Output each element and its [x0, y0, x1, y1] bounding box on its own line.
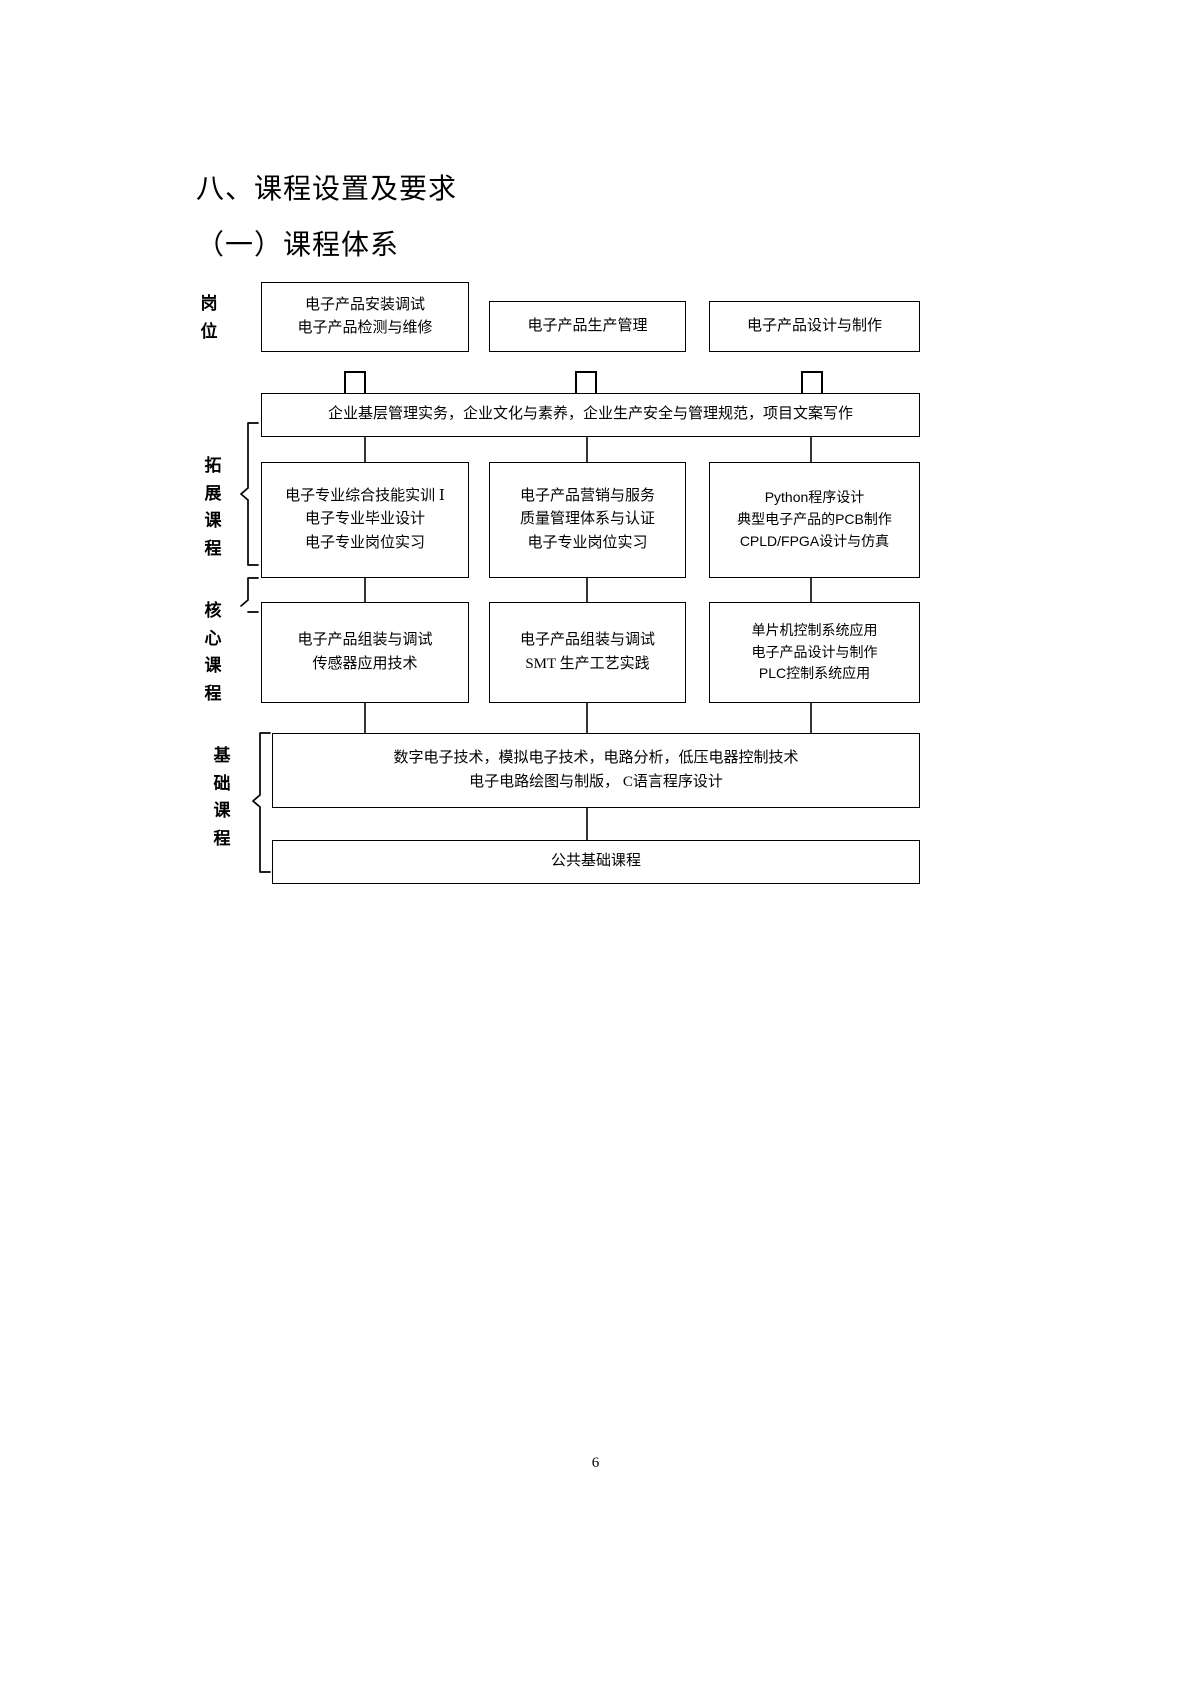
core-box-2-line-1: 电子产品组装与调试	[519, 632, 655, 649]
extension-box-3-line-2: 典型电子产品的PCB制作	[737, 511, 892, 528]
foundation-band-line-1: 数字电子技术，模拟电子技术，电路分析，低压电器控制技术	[393, 750, 799, 767]
core-box-3-line-1: 单片机控制系统应用	[751, 621, 878, 638]
category-label-jobs: 岗 位	[196, 290, 222, 345]
public-courses-band-text: 公共基础课程	[550, 853, 641, 870]
bracket-foundation	[252, 732, 271, 873]
job-box-2[interactable]: 电子产品生产管理	[489, 301, 686, 352]
section-title: （一）课程体系	[196, 229, 400, 261]
extension-box-3-line-1: Python程序设计	[764, 489, 865, 506]
core-box-1-line-1: 电子产品组装与调试	[297, 632, 433, 649]
extension-box-2-line-2: 质量管理体系与认证	[519, 511, 655, 528]
extension-box-1[interactable]: 电子专业综合技能实训 Ⅰ 电子专业毕业设计 电子专业岗位实习	[261, 462, 469, 578]
category-label-foundation: 基 础 课 程	[213, 746, 231, 848]
job-box-3[interactable]: 电子产品设计与制作	[709, 301, 920, 352]
category-label-jobs-char-2: 位	[200, 321, 218, 341]
page-number: 6	[591, 1455, 600, 1471]
bracket-core	[240, 577, 259, 613]
core-box-2-line-2: SMT 生产工艺实践	[525, 655, 650, 672]
core-box-2[interactable]: 电子产品组装与调试 SMT 生产工艺实践	[489, 602, 686, 703]
enterprise-band-text: 企业基层管理实务，企业文化与素养，企业生产安全与管理规范，项目文案写作	[327, 406, 853, 423]
public-courses-band-box[interactable]: 公共基础课程	[272, 840, 920, 884]
job-box-1-line-1: 电子产品安装调试	[304, 296, 425, 313]
core-box-3-line-3: PLC控制系统应用	[758, 665, 871, 682]
core-box-3[interactable]: 单片机控制系统应用 电子产品设计与制作 PLC控制系统应用	[709, 602, 920, 703]
extension-box-3-line-3: CPLD/FPGA设计与仿真	[739, 532, 890, 549]
page-title: 八、课程设置及要求	[196, 172, 458, 204]
category-label-core: 核 心 课 程	[204, 601, 222, 703]
extension-box-1-line-1: 电子专业综合技能实训 Ⅰ	[285, 488, 445, 505]
foundation-band-box[interactable]: 数字电子技术，模拟电子技术，电路分析，低压电器控制技术 电子电路绘图与制版， C…	[272, 733, 920, 808]
job-box-3-line-1: 电子产品设计与制作	[746, 317, 882, 334]
job-box-2-line-1: 电子产品生产管理	[527, 317, 648, 334]
job-box-1[interactable]: 电子产品安装调试 电子产品检测与维修	[261, 282, 469, 352]
extension-box-1-line-2: 电子专业毕业设计	[304, 511, 425, 528]
extension-box-2[interactable]: 电子产品营销与服务 质量管理体系与认证 电子专业岗位实习	[489, 462, 686, 578]
core-box-1[interactable]: 电子产品组装与调试 传感器应用技术	[261, 602, 469, 703]
extension-box-3[interactable]: Python程序设计 典型电子产品的PCB制作 CPLD/FPGA设计与仿真	[709, 462, 920, 578]
bracket-extension	[240, 422, 259, 566]
core-box-1-line-2: 传感器应用技术	[312, 655, 418, 672]
extension-box-2-line-3: 电子专业岗位实习	[527, 534, 648, 551]
job-box-1-line-2: 电子产品检测与维修	[297, 320, 433, 336]
category-label-extension: 拓 展 课 程	[204, 456, 222, 558]
core-box-3-line-2: 电子产品设计与制作	[751, 643, 878, 660]
foundation-band-line-2: 电子电路绘图与制版， C语言程序设计	[469, 773, 723, 790]
extension-box-2-line-1: 电子产品营销与服务	[519, 488, 655, 505]
extension-box-1-line-3: 电子专业岗位实习	[304, 534, 425, 551]
category-label-jobs-char-1: 岗	[200, 294, 218, 313]
enterprise-band-box[interactable]: 企业基层管理实务，企业文化与素养，企业生产安全与管理规范，项目文案写作	[261, 393, 920, 437]
